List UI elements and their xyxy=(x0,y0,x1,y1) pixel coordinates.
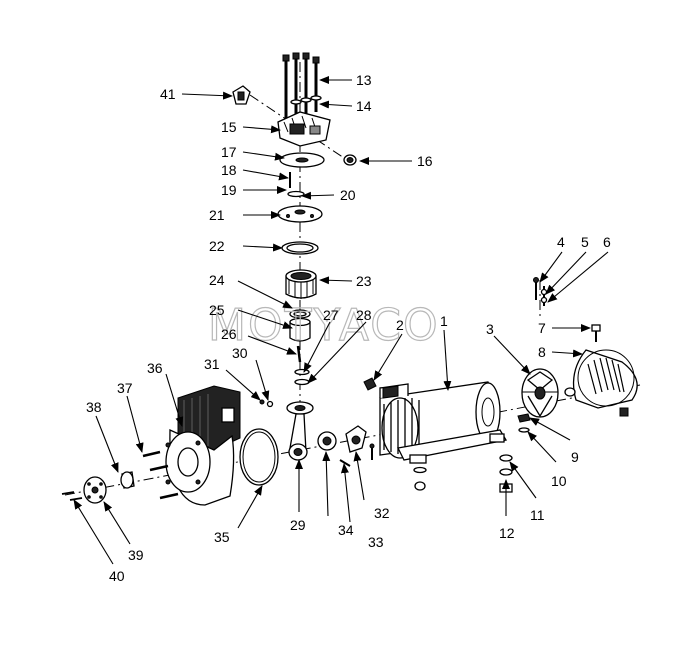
callout-29: 29 xyxy=(290,517,306,533)
callout-16: 16 xyxy=(417,153,433,169)
callout-2: 2 xyxy=(396,317,404,333)
callout-24: 24 xyxy=(209,272,225,288)
callout-39: 39 xyxy=(128,547,144,563)
callout-11: 11 xyxy=(530,507,545,523)
callout-1: 1 xyxy=(440,313,448,329)
rod-washers xyxy=(294,368,310,386)
cylinder-gasket xyxy=(281,241,319,255)
small-screws-40 xyxy=(61,491,83,501)
callout-38: 38 xyxy=(86,399,102,415)
valve-plate xyxy=(277,205,323,223)
callout-18: 18 xyxy=(221,162,237,178)
callout-25: 25 xyxy=(209,302,225,318)
watermark: MOTYACO xyxy=(208,300,440,351)
callout-21: 21 xyxy=(209,207,225,223)
callout-5: 5 xyxy=(581,234,589,250)
connecting-rod xyxy=(286,401,314,461)
callout-30: 30 xyxy=(232,345,248,361)
callout-7: 7 xyxy=(538,320,546,336)
bolt-washers xyxy=(290,95,322,105)
motor xyxy=(379,381,508,491)
callout-10: 10 xyxy=(551,473,567,489)
callout-15: 15 xyxy=(221,119,237,135)
piston-ring xyxy=(289,309,311,319)
callout-33: 33 xyxy=(368,534,384,550)
counterweight xyxy=(339,425,367,467)
callouts: 41 15 17 18 19 21 22 24 25 26 13 14 16 2… xyxy=(73,72,611,584)
callout-31: 31 xyxy=(204,356,220,372)
head-bolts xyxy=(282,52,320,118)
callout-32: 32 xyxy=(374,505,390,521)
cylinder-sleeve xyxy=(285,269,317,299)
head-gasket xyxy=(279,152,325,168)
fan-shroud xyxy=(564,349,638,417)
callout-6: 6 xyxy=(603,234,611,250)
callout-4: 4 xyxy=(557,234,565,250)
fan-screws-9-10 xyxy=(517,413,531,433)
crankcase xyxy=(165,385,241,506)
callout-19: 19 xyxy=(221,182,237,198)
crankcase-gasket xyxy=(239,428,279,486)
callout-35: 35 xyxy=(214,529,230,545)
motor-bolt-small xyxy=(369,443,375,460)
wrist-pin xyxy=(296,345,302,363)
crank-washer xyxy=(317,431,337,451)
callout-36: 36 xyxy=(147,360,163,376)
callout-14: 14 xyxy=(356,98,372,114)
callout-26: 26 xyxy=(221,326,237,342)
callout-41: 41 xyxy=(160,86,176,102)
head-plug xyxy=(343,154,357,166)
callout-13: 13 xyxy=(356,72,372,88)
end-cover-plate xyxy=(83,476,107,504)
cover-bolts xyxy=(142,450,179,500)
callout-34: 34 xyxy=(338,522,354,538)
fan xyxy=(521,368,559,418)
motor-screw-2 xyxy=(363,377,377,391)
valve-parts xyxy=(287,172,305,198)
callout-3: 3 xyxy=(486,321,494,337)
shroud-screw-7 xyxy=(591,324,601,342)
callout-12: 12 xyxy=(499,525,515,541)
callout-28: 28 xyxy=(356,307,372,323)
small-screw-30-31 xyxy=(259,399,274,408)
callout-27: 27 xyxy=(323,307,339,323)
callout-9: 9 xyxy=(571,449,579,465)
callout-22: 22 xyxy=(209,238,225,254)
callout-20: 20 xyxy=(340,187,356,203)
callout-17: 17 xyxy=(221,144,237,160)
callout-40: 40 xyxy=(109,568,125,584)
bearing-38 xyxy=(120,471,135,489)
cylinder-head xyxy=(277,111,331,147)
callout-37: 37 xyxy=(117,380,133,396)
callout-23: 23 xyxy=(356,273,372,289)
elbow-fitting xyxy=(232,85,251,105)
callout-8: 8 xyxy=(538,344,546,360)
